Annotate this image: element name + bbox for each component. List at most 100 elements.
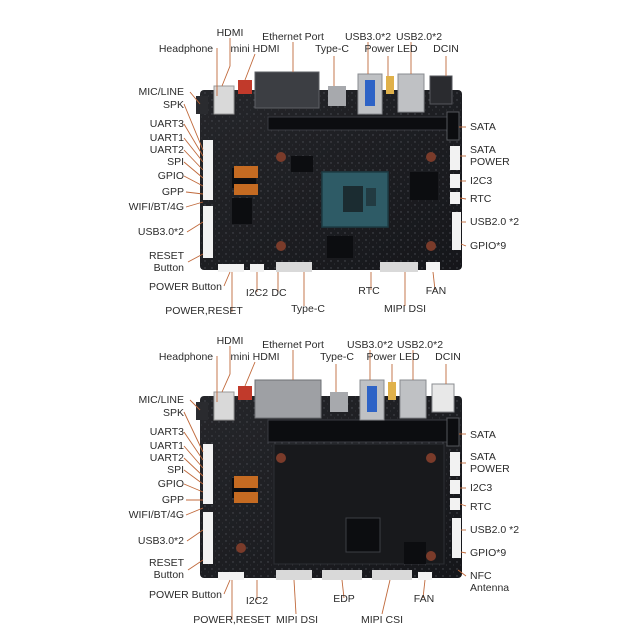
- label-spk: SPK: [163, 407, 184, 419]
- label-dcin: DCIN: [433, 43, 459, 55]
- board-1-headphone-jack: [196, 96, 208, 114]
- label-dcin: DCIN: [435, 351, 461, 363]
- board-1-power-led: [386, 76, 394, 94]
- label-gpio9: GPIO*9: [470, 240, 506, 252]
- board-1-bottom-header: [250, 264, 264, 272]
- board-2-hdmi-port: [213, 391, 235, 421]
- label-wifi-bt-4g: WIFI/BT/4G: [129, 509, 184, 521]
- board-1-mount-hole: [276, 241, 286, 251]
- label-gpp: GPP: [162, 186, 184, 198]
- label-uart3: UART3: [150, 426, 184, 438]
- label-usb2-right: USB2.0 *2: [470, 524, 519, 536]
- board-2-group: [196, 379, 462, 580]
- board-1-right-header: [450, 146, 460, 170]
- label-type-c: Type-C: [315, 43, 349, 55]
- board-2-leader-lines: [183, 346, 467, 620]
- label-sata-power-2: POWER: [470, 156, 510, 168]
- board-1-mini-hdmi-port: [238, 80, 252, 94]
- board-2-right-header: [452, 518, 461, 558]
- board-2-bottom-header: [218, 572, 244, 580]
- label-gpio9: GPIO*9: [470, 547, 506, 559]
- board-1-bottom-header: [426, 262, 440, 270]
- label-sata: SATA: [470, 121, 496, 133]
- label-fan: FAN: [426, 285, 446, 297]
- board-2-m2-slot: [267, 419, 457, 443]
- label-gpio: GPIO: [158, 170, 184, 182]
- board-2-right-header: [450, 498, 460, 510]
- label-hdmi: HDMI: [217, 27, 244, 39]
- label-spi: SPI: [167, 464, 184, 476]
- label-spi: SPI: [167, 156, 184, 168]
- label-sata-power-1: SATA: [470, 451, 496, 463]
- label-usb3: USB3.0*2: [347, 339, 393, 351]
- board-1-leader-lines: [183, 38, 467, 312]
- board-2-sata-connector: [446, 417, 460, 447]
- label-usb2: USB2.0*2: [396, 31, 442, 43]
- label-mipi-dsi: MIPI DSI: [384, 303, 426, 315]
- board-2-mount-hole: [426, 551, 436, 561]
- board-1-soc-die: [343, 186, 363, 212]
- label-fan: FAN: [414, 593, 434, 605]
- label-usb3: USB3.0*2: [345, 31, 391, 43]
- board-2-dcin-port: [431, 383, 455, 413]
- board-1-type-c-port: [328, 86, 346, 106]
- label-headphone: Headphone: [159, 43, 213, 55]
- label-power-reset: POWER,RESET: [193, 614, 271, 626]
- board-1-bottom-header: [380, 262, 418, 272]
- label-dc: DC: [271, 287, 287, 299]
- board-1-usb3-tongue: [365, 80, 375, 106]
- board-1-sata-connector: [446, 111, 460, 141]
- board-1-right-header: [450, 192, 460, 204]
- board-2-power-led: [388, 382, 396, 400]
- board-2-fpc-connector: [234, 476, 258, 488]
- label-usb3-left: USB3.0*2: [138, 535, 184, 547]
- label-rtc-right: RTC: [470, 193, 492, 205]
- label-sata: SATA: [470, 429, 496, 441]
- label-ethernet-port: Ethernet Port: [262, 31, 324, 43]
- board-1-right-header: [452, 212, 461, 250]
- label-spk: SPK: [163, 99, 184, 111]
- label-uart1: UART1: [150, 440, 184, 452]
- board-2-usb3-tongue: [367, 386, 377, 412]
- label-power-button: POWER Button: [149, 589, 222, 601]
- label-i2c3: I2C3: [470, 175, 492, 187]
- label-hdmi: HDMI: [217, 335, 244, 347]
- board-1-mount-hole: [276, 152, 286, 162]
- board-1-m2-slot: [267, 116, 457, 131]
- board-2-left-header: [203, 444, 213, 504]
- label-edp: EDP: [333, 593, 355, 605]
- board-1-dcin-port: [429, 75, 453, 105]
- board-1-ic: [291, 156, 313, 172]
- label-sata-power-1: SATA: [470, 144, 496, 156]
- board-1-left-header: [203, 140, 213, 200]
- board-1-ic: [410, 172, 438, 200]
- board-2-usb2-port: [399, 379, 427, 419]
- board-1-ic: [232, 198, 252, 224]
- label-power-led: Power LED: [364, 43, 418, 55]
- board-1-ic: [327, 236, 353, 258]
- label-rtc-right: RTC: [470, 501, 492, 513]
- label-uart2: UART2: [150, 452, 184, 464]
- board-2-bottom-header: [276, 570, 312, 580]
- board-2-mount-hole: [276, 453, 286, 463]
- label-mic-line: MIC/LINE: [138, 394, 184, 406]
- label-sata-power-2: POWER: [470, 463, 510, 475]
- label-uart1: UART1: [150, 132, 184, 144]
- label-power-button: POWER Button: [149, 281, 222, 293]
- label-power-led: Power LED: [366, 351, 420, 363]
- board-2-fpc-connector: [234, 492, 258, 503]
- board-2-ic: [404, 542, 426, 564]
- label-rtc-bottom: RTC: [358, 285, 380, 297]
- label-reset: RESET: [149, 250, 185, 262]
- board-2-bottom-header: [418, 572, 432, 580]
- board-2-bottom-header: [322, 570, 362, 580]
- board-1-mount-hole: [426, 152, 436, 162]
- label-i2c2: I2C2: [246, 287, 268, 299]
- board-2-right-header: [450, 452, 460, 476]
- board-1-right-header: [450, 174, 460, 188]
- label-antenna: Antenna: [470, 582, 509, 594]
- label-headphone: Headphone: [159, 351, 213, 363]
- label-mipi-dsi: MIPI DSI: [276, 614, 318, 626]
- board-2-right-header: [450, 480, 460, 494]
